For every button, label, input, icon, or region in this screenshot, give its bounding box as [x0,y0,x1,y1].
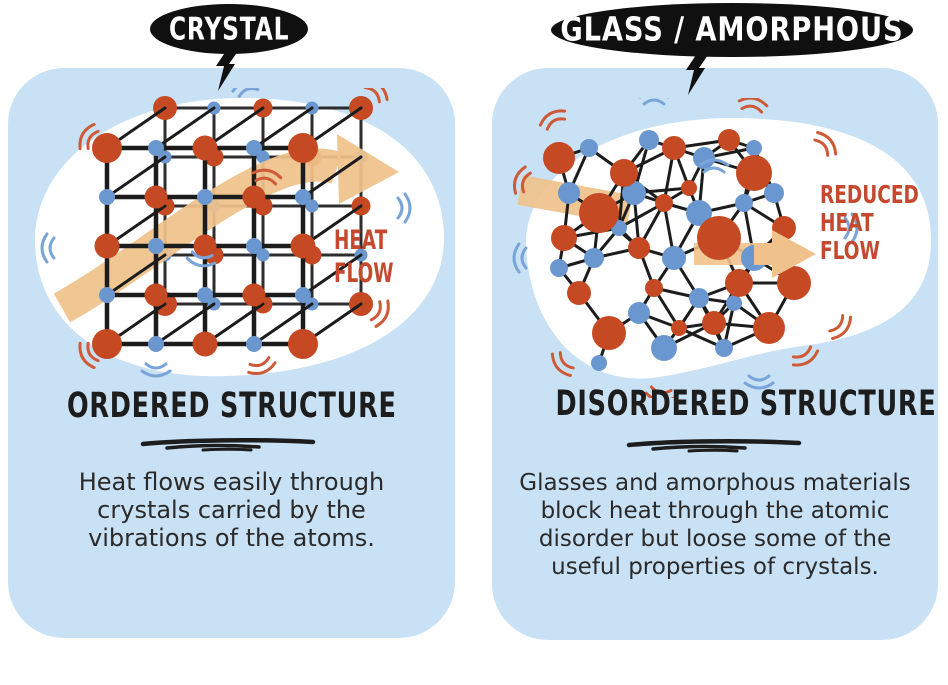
reduced-heat-flow-label-line: REDUCED [820,180,919,209]
vibration-marks [185,250,217,268]
vibration-marks [843,212,859,244]
description-line: useful properties of crystals. [551,554,879,580]
reduced-heat-flow-label-line: FLOW [820,236,880,265]
vibration-marks [78,122,100,151]
vibration-marks [512,242,528,274]
disordered-blue-atoms [550,130,784,371]
hand-drawn-underline [626,439,802,453]
crystal-speech-bubble: CRYSTAL [150,4,308,54]
description-line: disorder but loose some of the [538,526,892,552]
amorphous-network-illustration [504,90,934,403]
heat-flow-label-line: HEAT [334,225,388,256]
description-line: vibrations of the atoms. [88,524,375,552]
glass-bubble-label: GLASS / AMORPHOUS [560,11,904,49]
reduced-heat-flow-label: REDUCED HEAT FLOW [820,181,919,265]
vibration-marks [791,345,820,367]
crystal-description: Heat flows easily through crystals carri… [8,468,455,552]
vibration-marks [396,192,412,224]
glass-description: Glasses and amorphous materials block he… [492,469,938,581]
vibration-marks [538,109,567,131]
vibration-marks [40,232,56,264]
heat-flow-label-line: FLOW [334,258,394,289]
vibration-marks [550,351,575,378]
vibration-marks [512,165,532,195]
vibration-marks [231,78,261,98]
vibration-marks [251,168,283,186]
vibration-marks [743,374,775,390]
description-line: block heat through the atomic [540,498,890,524]
crystal-lattice-illustration [22,78,447,388]
disordered-red-atoms [543,129,811,350]
lattice-front-atoms [92,133,318,359]
heat-flow-label: HEAT FLOW [334,224,393,290]
description-line: Glasses and amorphous materials [519,470,911,496]
vibration-marks [813,130,838,157]
speech-bubble-tail-icon [216,51,238,91]
vibration-marks [247,356,277,376]
vibration-marks [369,299,390,328]
vibration-marks [140,362,172,378]
description-line: crystals carried by the [97,496,366,524]
vibration-marks [638,90,670,106]
ordered-structure-heading: ORDERED STRUCTURE [66,385,397,427]
disordered-structure-heading: DISORDERED STRUCTURE [555,383,937,425]
hand-drawn-underline [140,438,316,452]
vibration-marks [828,314,853,341]
description-line: Heat flows easily through [78,468,385,496]
vibration-marks [698,158,730,174]
speech-bubble-tail-icon [686,55,708,95]
vibration-marks [737,96,769,114]
crystal-bubble-label: CRYSTAL [168,10,290,48]
reduced-heat-flow-label-line: HEAT [820,208,874,237]
vibration-marks [78,341,100,370]
glass-speech-bubble: GLASS / AMORPHOUS [551,3,913,57]
reduced-heat-flow-arrow [754,230,816,278]
